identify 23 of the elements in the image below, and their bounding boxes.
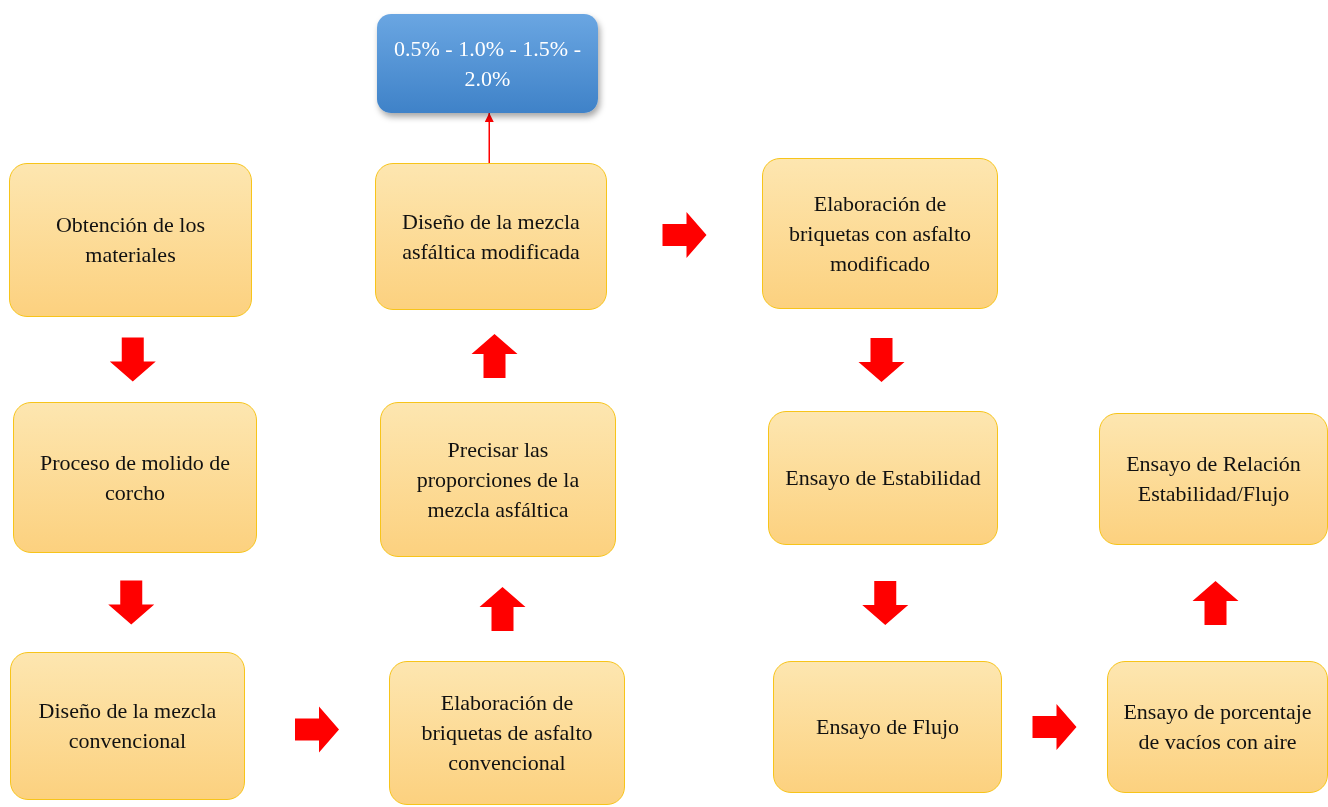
- block-arrow: [862, 581, 909, 625]
- process-box: Ensayo de Flujo: [773, 661, 1002, 793]
- block-arrow: [108, 580, 155, 625]
- value-box: 0.5% - 1.0% - 1.5% - 2.0%: [377, 14, 598, 113]
- process-box: Ensayo de Relación Estabilidad/Flujo: [1099, 413, 1328, 545]
- block-arrow: [1192, 581, 1239, 625]
- process-box: Diseño de la mezcla convencional: [10, 652, 245, 800]
- block-arrow: [858, 338, 905, 382]
- process-box: Proceso de molido de corcho: [13, 402, 257, 553]
- process-box: Diseño de la mezcla asfáltica modificada: [375, 163, 607, 310]
- block-arrow: [1032, 704, 1077, 750]
- process-box: Obtención de los materiales: [9, 163, 252, 317]
- block-arrow: [295, 706, 339, 753]
- block-arrow: [479, 587, 526, 631]
- process-box: Ensayo de porcentaje de vacíos con aire: [1107, 661, 1328, 793]
- process-box: Elaboración de briquetas con asfalto modificado: [762, 158, 998, 309]
- process-box: Ensayo de Estabilidad: [768, 411, 998, 545]
- block-arrow: [109, 337, 156, 382]
- process-box: Precisar las proporciones de la mezcla asfáltica: [380, 402, 616, 557]
- arrow: [484, 112, 494, 164]
- process-box: Elaboración de briquetas de asfalto convencional: [389, 661, 625, 805]
- block-arrow: [471, 334, 518, 378]
- block-arrow: [662, 212, 707, 258]
